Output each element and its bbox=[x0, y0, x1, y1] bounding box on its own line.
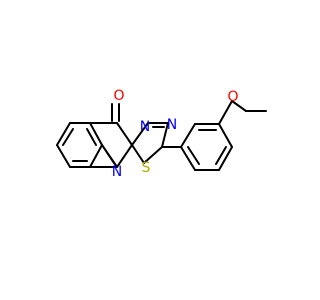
atom-label-ring-nitrogen-right: N bbox=[167, 117, 177, 133]
phenyl-ring bbox=[161, 123, 233, 171]
ethoxy-group bbox=[218, 100, 267, 125]
atom-label-ether-oxygen: O bbox=[227, 89, 238, 105]
atom-label-ring-nitrogen-top: N bbox=[140, 119, 150, 135]
quinazolinone-ring bbox=[89, 103, 133, 168]
molecule-canvas: O N N N S O bbox=[56, 88, 267, 180]
atom-label-ring-nitrogen-bottom: N bbox=[112, 164, 122, 180]
thiadiazole-ring bbox=[131, 122, 169, 164]
molecule-structure: O N N N S O bbox=[56, 88, 267, 180]
benzo-ring bbox=[56, 122, 103, 168]
atom-label-sulfur: S bbox=[142, 160, 151, 176]
atom-label-carbonyl-oxygen: O bbox=[113, 88, 124, 104]
